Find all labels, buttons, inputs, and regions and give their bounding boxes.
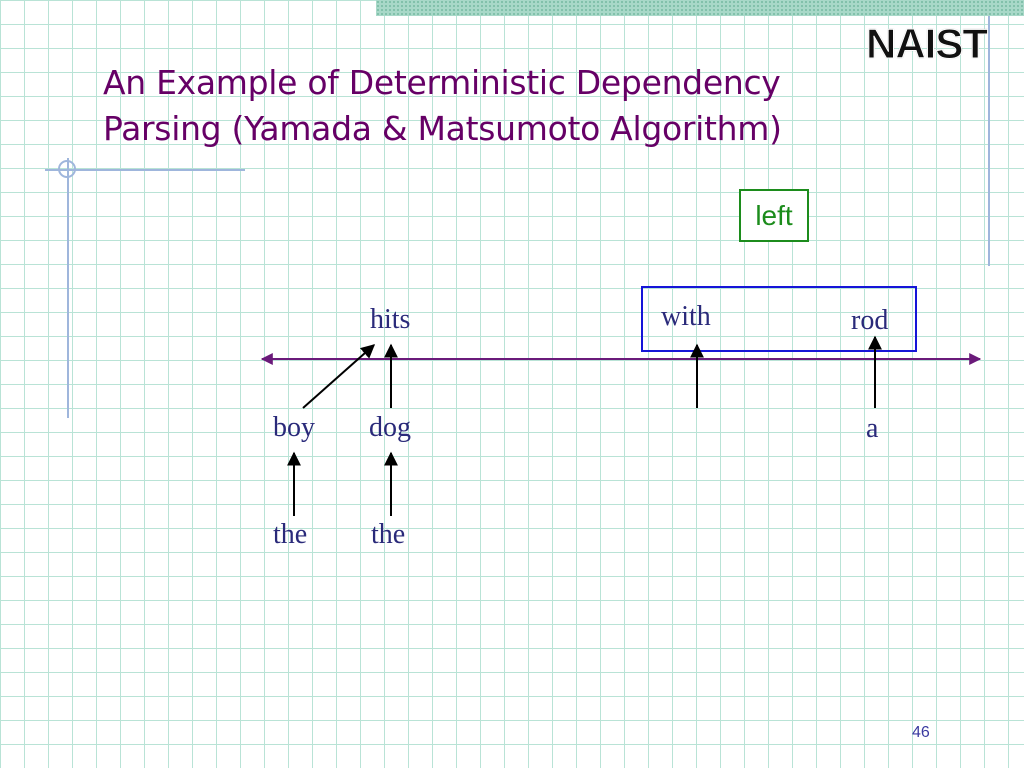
arrow-boy-to-hits: [302, 344, 376, 409]
slide-title: An Example of Deterministic Dependency P…: [103, 60, 883, 152]
word-dog: dog: [369, 412, 411, 443]
word-a: a: [866, 413, 879, 444]
left-decorative-rule: [67, 158, 69, 418]
decorative-circle: [58, 160, 76, 178]
slide-title-line-2: Parsing (Yamada & Matsumoto Algorithm): [103, 109, 782, 148]
slide-title-line-1: An Example of Deterministic Dependency: [103, 63, 781, 102]
word-with: with: [661, 301, 711, 332]
parser-action-box: left: [739, 189, 809, 242]
word-rod: rod: [851, 305, 889, 336]
focus-window-box: [641, 286, 917, 352]
right-decorative-rule: [988, 16, 990, 266]
word-the-dog: the: [371, 519, 406, 550]
word-the-boy: the: [273, 519, 308, 550]
title-underline-rule: [45, 169, 245, 171]
page-number: 46: [912, 724, 930, 741]
top-decorative-band: [376, 0, 1024, 16]
word-boy: boy: [273, 412, 315, 443]
word-hits: hits: [370, 304, 411, 335]
parser-action-label: left: [755, 199, 793, 231]
naist-logo: NAIST: [866, 20, 989, 68]
